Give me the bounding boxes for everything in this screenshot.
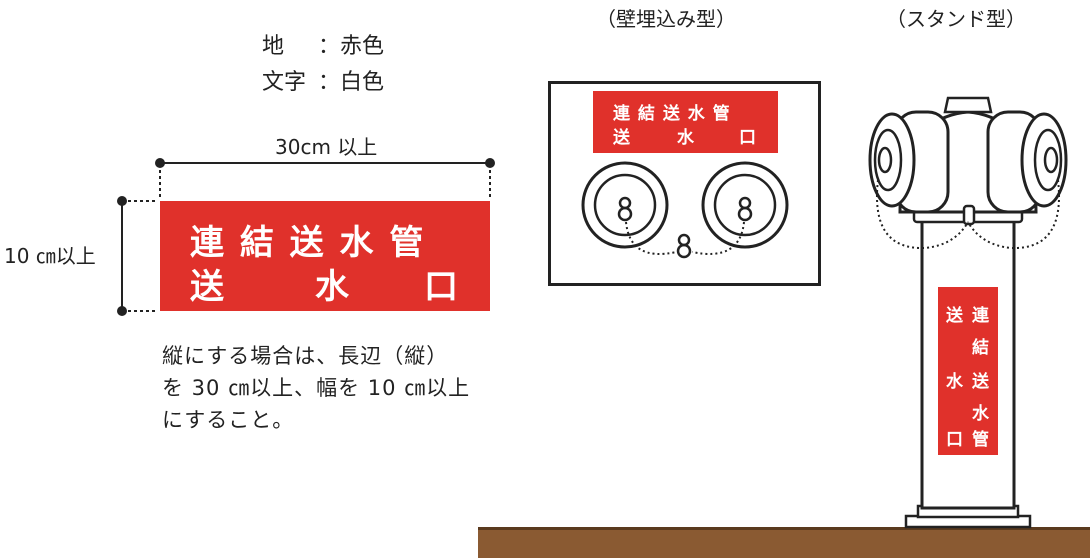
main-sign-line2-left: 送 [190,267,224,307]
stand-vertical-sign: 送 連 結 水 送 水 口 管 [938,287,998,455]
stand-coupling-left [868,110,950,214]
stand-sign-char: 連 [972,306,989,326]
legend-ground-value: ：赤色 [318,34,385,59]
stand-coupling-right [986,110,1068,214]
stand-sign-char: 水 [972,404,989,424]
wall-sign-line2-left: 送 [613,128,630,148]
wall-type-caption: （壁埋込み型） [596,7,736,31]
stand-type-caption: （スタンド型） [886,7,1026,31]
wall-sign-line2-right: 口 [739,128,756,148]
height-dimension-label: 10 ㎝以上 [4,244,96,268]
note-line2: を 30 ㎝以上、幅を 10 ㎝以上 [162,376,471,400]
legend-text-value: ：白色 [318,70,385,95]
wall-sign: 連 結 送 水 管 送 水 口 [593,91,778,153]
note-line1: 縦にする場合は、長辺（縦） [162,344,449,368]
stand-sign-char: 口 [946,430,963,450]
stand-sign-char: 送 [946,306,963,326]
main-sign-line2-right: 口 [424,267,458,307]
main-sign: 連 結 送 水 管 送 水 口 [160,201,490,311]
ground [478,527,1090,558]
legend-ground-label: 地 [262,34,285,59]
note-line3: にすること。 [162,408,295,432]
wall-sign-line1: 連 結 送 水 管 [613,104,731,124]
wall-inlet-left [581,161,669,249]
width-dimension-label: 30cm 以上 [275,135,378,159]
wall-inlet-right [701,161,789,249]
main-sign-line1: 連 結 送 水 管 [190,223,426,263]
main-sign-line2-mid: 水 [315,267,349,307]
legend-text-label: 文字 [262,70,307,95]
note-text: 縦にする場合は、長辺（縦） を 30 ㎝以上、幅を 10 ㎝以上 にすること。 [162,340,470,436]
stand-sign-char: 結 [972,338,989,358]
stand-sign-char: 送 [972,372,989,392]
stand-sign-char: 水 [946,372,963,392]
stand-sign-char: 管 [972,430,989,450]
wall-sign-line2-mid: 水 [677,128,694,148]
